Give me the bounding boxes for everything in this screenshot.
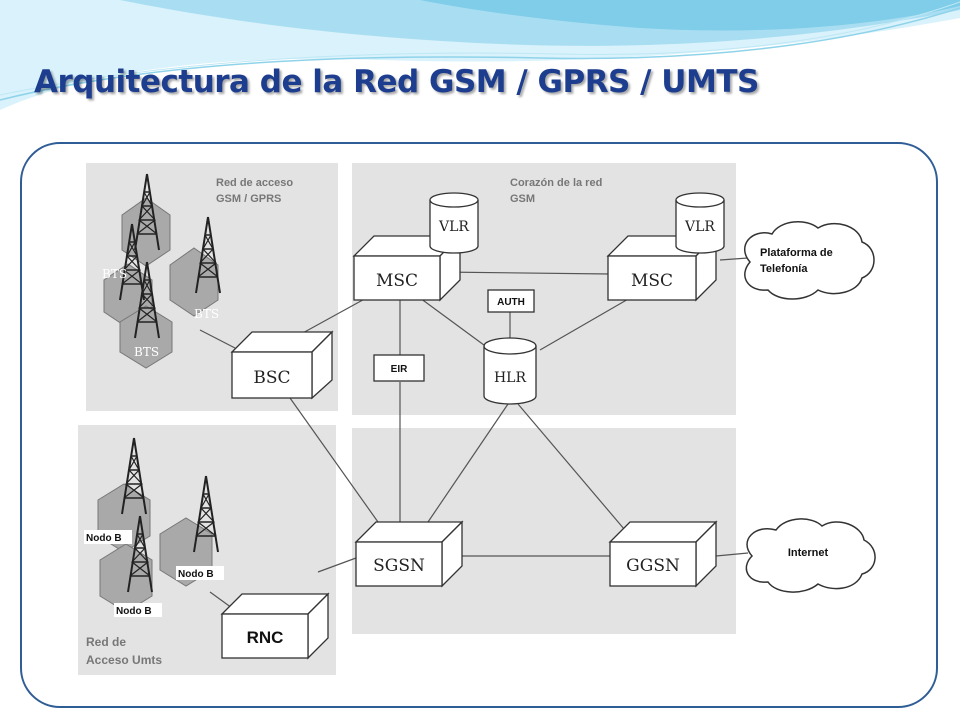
telephony-cloud-label: Plataforma de Telefonía	[760, 247, 836, 275]
telephony-label-line2: Telefonía	[760, 263, 808, 275]
header-wave-decoration	[0, 0, 960, 110]
bts-label: BTS	[134, 345, 159, 359]
sgsn-label: SGSN	[373, 556, 425, 576]
rnc-label: RNC	[247, 628, 284, 647]
internet-cloud: Internet	[745, 518, 876, 593]
vlr-right-database: VLR	[675, 192, 725, 254]
msc-left-label: MSC	[376, 271, 418, 291]
vlr-right-label: VLR	[684, 219, 715, 235]
core-region-label: Corazón de la red GSM	[510, 177, 605, 205]
auth-label: AUTH	[497, 297, 525, 308]
gsm-access-region-label: Red de acceso GSM / GPRS	[216, 177, 296, 205]
nodeb-label-bg	[84, 530, 132, 544]
umts-access-region-label: Red de Acceso Umts	[86, 635, 162, 667]
hlr-label: HLR	[494, 370, 527, 386]
umts-access-label-line1: Red de	[86, 635, 126, 649]
nodeb-label: Nodo B	[86, 533, 122, 544]
connections	[199, 257, 749, 609]
msc-right-label: MSC	[631, 271, 673, 291]
eir-label: EIR	[391, 364, 408, 375]
nodeb-label: Nodo B	[178, 569, 214, 580]
vlr-left-database: VLR	[429, 192, 479, 254]
internet-cloud-label: Internet	[788, 547, 829, 559]
bsc-node: BSC	[230, 330, 334, 400]
umts-access-label-line2: Acceso Umts	[86, 653, 162, 667]
bsc-label: BSC	[253, 368, 290, 388]
nodeb-label-bg	[114, 603, 162, 617]
telephony-label-line1: Plataforma de	[760, 247, 833, 259]
nodeb-label: Nodo B	[116, 606, 152, 617]
ggsn-node: GGSN	[608, 520, 718, 588]
ggsn-label: GGSN	[626, 556, 680, 576]
auth-node: AUTH	[487, 289, 535, 313]
core-label-line2: GSM	[510, 193, 535, 205]
bts-label: BTS	[102, 267, 127, 281]
sgsn-node: SGSN	[354, 520, 464, 588]
eir-node: EIR	[373, 354, 425, 382]
hlr-database: HLR	[483, 337, 537, 405]
gsm-access-label-line2: GSM / GPRS	[216, 193, 281, 205]
core-label-line1: Corazón de la red	[510, 177, 602, 189]
vlr-left-label: VLR	[438, 219, 469, 235]
rnc-node: RNC	[220, 592, 330, 660]
gsm-access-label-line1: Red de acceso	[216, 177, 293, 189]
telephony-cloud: Plataforma de Telefonía	[744, 221, 875, 300]
bts-cells	[103, 197, 219, 369]
slide-title: Arquitectura de la Red GSM / GPRS / UMTS	[34, 64, 759, 100]
nodeb-label-bg	[176, 566, 224, 580]
bts-label: BTS	[194, 307, 219, 321]
